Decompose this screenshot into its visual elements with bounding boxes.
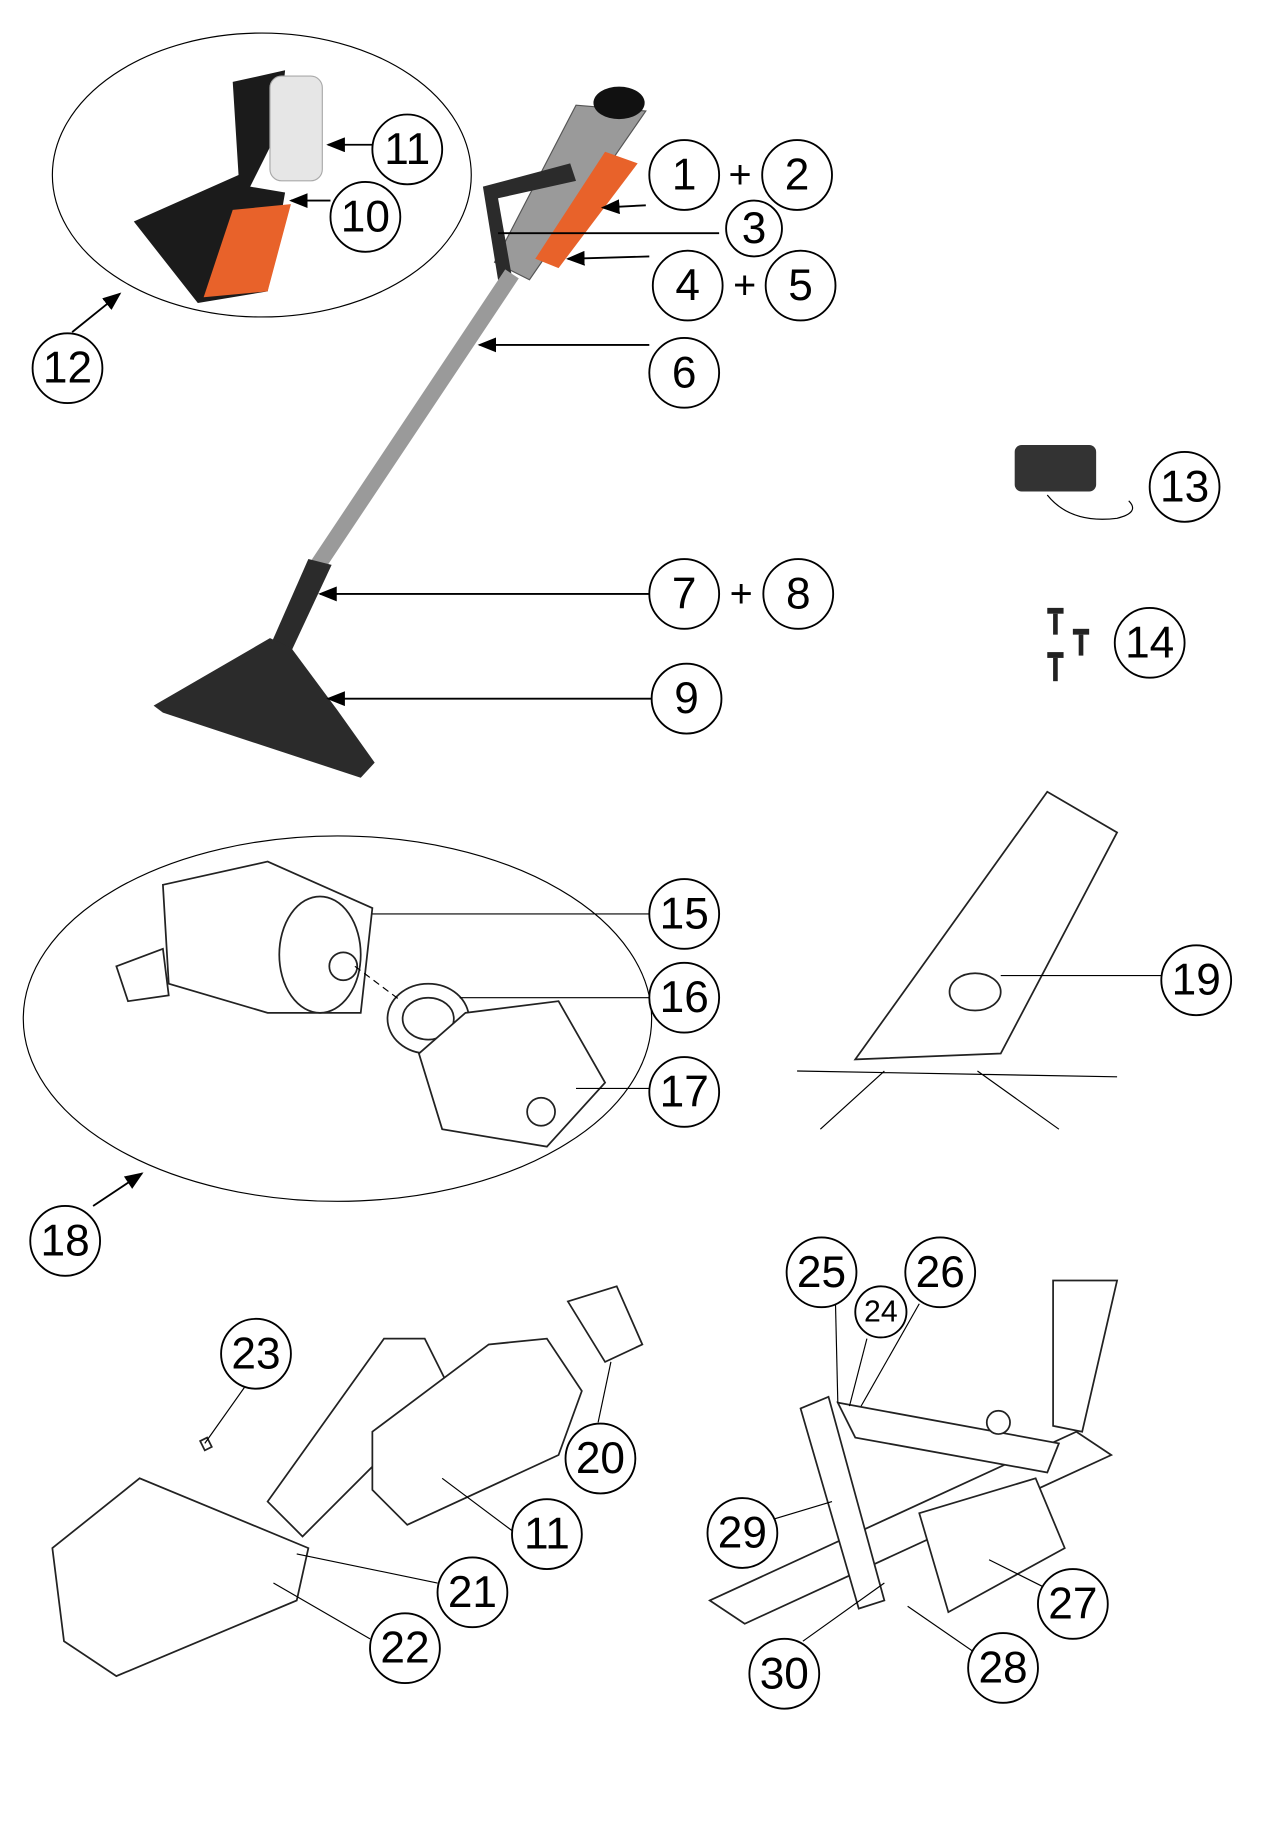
motor-inset-ellipse (22, 835, 653, 1202)
callout-10: 10 (329, 181, 402, 253)
plus-sign: + (733, 264, 756, 308)
callout-30: 30 (748, 1637, 821, 1710)
callout-7: 7 (648, 558, 721, 630)
motor-assembly (115, 860, 607, 1148)
wand-inlet (593, 86, 645, 120)
svg-text:18: 18 (41, 1216, 90, 1265)
callout-29: 29 (706, 1497, 779, 1569)
svg-text:12: 12 (43, 344, 92, 393)
svg-text:8: 8 (786, 569, 811, 618)
handle-tank-assembly (51, 1285, 644, 1678)
plus-sign: + (729, 153, 752, 197)
svg-text:20: 20 (576, 1434, 625, 1483)
callout-19: 19 (1160, 944, 1233, 1017)
callout-17: 17 (648, 1056, 721, 1128)
callout-8: 8 (762, 558, 835, 630)
svg-text:25: 25 (797, 1248, 846, 1297)
svg-text:5: 5 (788, 261, 813, 310)
tank-cap (566, 1285, 644, 1364)
callout-2: 2 (761, 139, 833, 211)
svg-text:13: 13 (1160, 462, 1209, 511)
svg-text:1: 1 (672, 151, 697, 200)
svg-text:17: 17 (660, 1067, 709, 1116)
svg-text:3: 3 (742, 204, 767, 253)
svg-text:30: 30 (760, 1649, 809, 1698)
svg-text:21: 21 (448, 1568, 497, 1617)
callout-5: 5 (764, 249, 837, 322)
wand-housing-section (797, 790, 1119, 1130)
svg-text:15: 15 (660, 889, 709, 938)
floor-head (153, 638, 375, 778)
callout-15: 15 (648, 878, 721, 950)
callout-9: 9 (650, 662, 723, 735)
callout-22: 22 (369, 1612, 441, 1685)
callout-12: 12 (31, 332, 104, 405)
plus-sign: + (730, 572, 753, 616)
callout-25: 25 (785, 1236, 858, 1309)
wand-pole (307, 269, 519, 576)
callout-21: 21 (436, 1556, 509, 1629)
svg-text:22: 22 (380, 1624, 429, 1673)
svg-text:14: 14 (1125, 618, 1174, 667)
svg-text:2: 2 (785, 151, 810, 200)
callout-11: 11 (371, 113, 444, 186)
callout-18: 18 (29, 1205, 102, 1277)
wand-lower-tube (269, 559, 332, 653)
svg-text:19: 19 (1172, 956, 1221, 1005)
callout-20: 20 (564, 1422, 637, 1495)
wand-orange-panel (535, 151, 638, 269)
leader-lines (71, 137, 1162, 1654)
svg-text:6: 6 (672, 348, 697, 397)
handle-assembly (133, 70, 323, 304)
callout-26: 26 (904, 1236, 977, 1309)
callout-6: 6 (648, 336, 721, 409)
svg-text:28: 28 (978, 1643, 1027, 1692)
svg-text:11: 11 (524, 1510, 570, 1559)
callout-24: 24 (854, 1285, 908, 1339)
svg-text:26: 26 (916, 1248, 965, 1297)
water-tank (269, 75, 323, 182)
svg-text:27: 27 (1048, 1579, 1097, 1628)
callout-14: 14 (1113, 606, 1186, 679)
svg-text:7: 7 (672, 569, 697, 618)
callout-11-lower: 11 (511, 1498, 583, 1570)
svg-text:24: 24 (864, 1295, 898, 1328)
callout-23: 23 (220, 1317, 292, 1390)
svg-text:11: 11 (384, 125, 430, 174)
handle-inset-ellipse (51, 32, 472, 318)
callout-4: 4 (651, 249, 724, 322)
callout-1: 1 (648, 139, 721, 211)
svg-text:23: 23 (231, 1329, 280, 1378)
svg-text:16: 16 (660, 973, 709, 1022)
callout-27: 27 (1037, 1568, 1109, 1640)
wand-handle (482, 163, 576, 280)
base-frame-assembly (708, 1279, 1119, 1625)
wand-assembly (153, 86, 647, 778)
callout-13: 13 (1148, 451, 1221, 523)
svg-text:4: 4 (675, 261, 700, 310)
callout-28: 28 (967, 1632, 1039, 1704)
charger (1014, 444, 1134, 520)
callout-16: 16 (648, 961, 721, 1034)
svg-text:10: 10 (341, 192, 390, 241)
svg-text:29: 29 (718, 1508, 767, 1557)
svg-text:9: 9 (674, 674, 699, 723)
callout-3: 3 (725, 199, 783, 258)
screws (1047, 607, 1090, 682)
